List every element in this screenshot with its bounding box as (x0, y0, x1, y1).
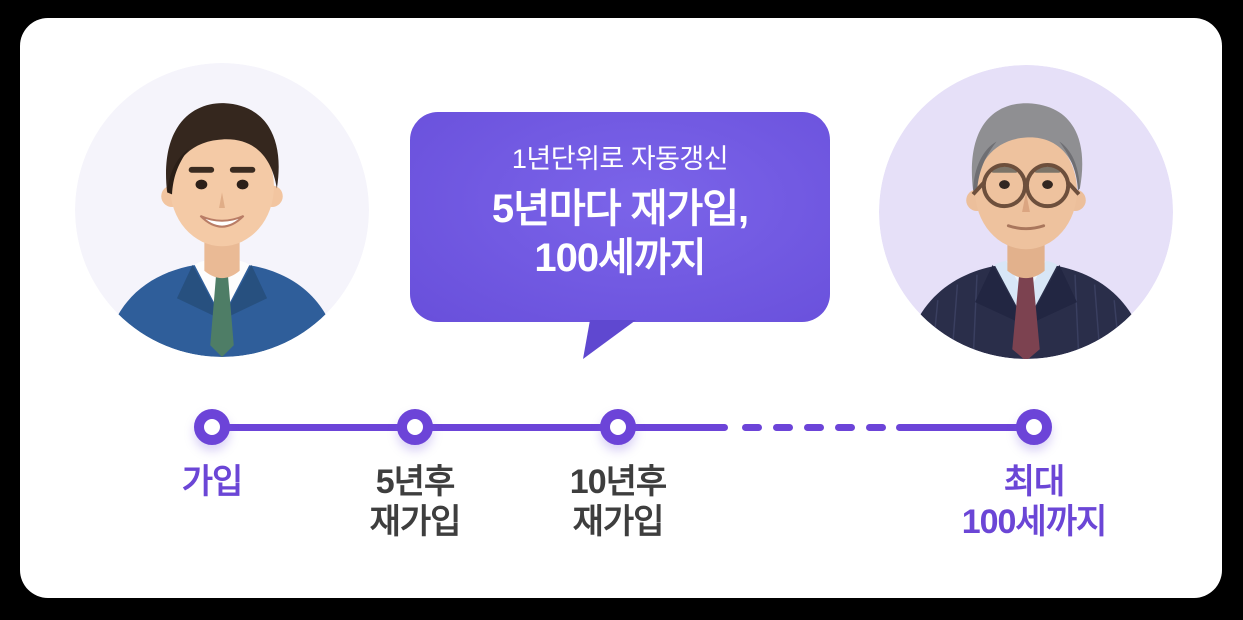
timeline-label-text: 재가입 (572, 503, 665, 541)
timeline-dash (835, 424, 855, 431)
timeline-node-start (194, 409, 230, 445)
timeline-label-text: 가입 (181, 463, 244, 501)
timeline-label-text: 최대 (1003, 463, 1066, 501)
timeline-label-text: 100세까지 (961, 503, 1108, 541)
senior-man-avatar (879, 65, 1173, 359)
bubble-title-line2: 100세까지 (534, 236, 706, 280)
timeline-node-max (1016, 409, 1052, 445)
bubble-title-line1: 5년마다 재가입, (491, 187, 749, 231)
timeline-dash (804, 424, 824, 431)
speech-bubble-tail-icon (583, 320, 636, 359)
timeline-dash (773, 424, 793, 431)
speech-bubble: 1년단위로 자동갱신 5년마다 재가입, 100세까지 (410, 112, 830, 322)
young-man-photo (75, 63, 369, 357)
timeline-label-10y: 10년후 재가입 (508, 462, 728, 542)
timeline-dash (866, 424, 886, 431)
timeline-label-text: 10년후 (569, 463, 667, 501)
bubble-subtitle: 1년단위로 자동갱신 (511, 144, 729, 174)
content-card: 1년단위로 자동갱신 5년마다 재가입, 100세까지 (20, 18, 1222, 598)
timeline-label-max: 최대 100세까지 (924, 462, 1144, 542)
timeline-line-solid-left (212, 424, 728, 431)
timeline-node-5y (397, 409, 433, 445)
senior-man-photo (879, 65, 1173, 359)
timeline-label-start: 가입 (102, 462, 322, 502)
young-man-avatar (75, 63, 369, 357)
timeline-label-5y: 5년후 재가입 (305, 462, 525, 542)
timeline-dash (742, 424, 762, 431)
timeline-label-text: 5년후 (375, 463, 455, 501)
timeline-node-10y (600, 409, 636, 445)
timeline-label-text: 재가입 (369, 503, 462, 541)
timeline-line-solid-right (896, 424, 1034, 431)
